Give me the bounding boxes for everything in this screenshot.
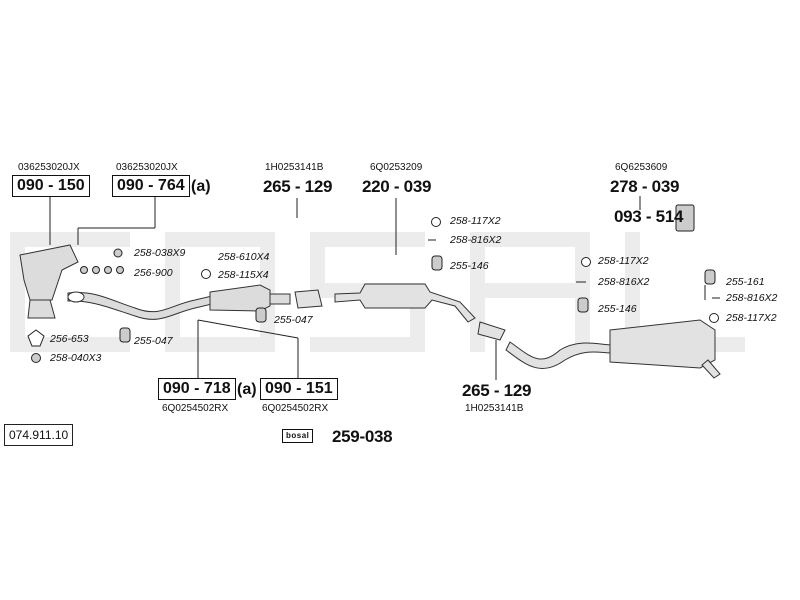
oem-number: 036253020JX: [116, 162, 178, 173]
hardware-label[interactable]: 258-610X4: [218, 251, 270, 263]
part-suffix: (a): [237, 381, 257, 398]
clamp-ring-icon: [431, 217, 441, 227]
rubber-mount-icon: [431, 255, 443, 271]
hardware-label[interactable]: 258-115X4: [218, 269, 269, 281]
nut-icon: [31, 353, 41, 363]
rubber-mount-icon: [119, 327, 131, 343]
part-number-box[interactable]: 090 - 150: [12, 175, 90, 197]
hardware-label[interactable]: 258-816X2: [726, 292, 778, 304]
hardware-label[interactable]: 255-146: [598, 303, 637, 315]
part-number[interactable]: 259-038: [332, 427, 393, 446]
gasket-icon: [116, 266, 124, 274]
rubber-mount-icon: [704, 269, 716, 285]
hardware-label[interactable]: 256-653: [50, 333, 89, 345]
part-number[interactable]: 220 - 039: [362, 177, 432, 196]
hardware-label[interactable]: 255-161: [726, 276, 765, 288]
hardware-label[interactable]: 258-038X9: [134, 247, 186, 259]
clamp-ring-icon: [581, 257, 591, 267]
oem-number: 036253020JX: [18, 162, 80, 173]
rubber-mount-icon: [255, 307, 267, 323]
oem-number: 6Q6253609: [615, 162, 668, 173]
oem-number: 6Q0254502RX: [162, 403, 229, 414]
part-number[interactable]: 265 - 129: [263, 177, 333, 196]
gasket-icon: [104, 266, 112, 274]
gasket-icon: [27, 329, 45, 347]
hardware-label[interactable]: 258-816X2: [450, 234, 502, 246]
clamp-ring-icon: [709, 313, 719, 323]
part-suffix: (a): [191, 178, 211, 195]
hardware-label[interactable]: 258-117X2: [726, 312, 777, 324]
front-pipe: [67, 284, 291, 320]
part-number-box[interactable]: 090 - 718: [158, 378, 236, 400]
catalog-number: 074.911.10: [4, 424, 74, 446]
oem-number: 1H0253141B: [265, 162, 324, 173]
bosal-kit-logo: bosal: [282, 429, 314, 443]
manifold-part: [19, 244, 79, 319]
rear-silencer: [477, 319, 721, 379]
hardware-label[interactable]: 255-047: [134, 335, 173, 347]
clamp-ring-icon: [201, 269, 211, 279]
bracket-icon: [675, 204, 695, 232]
part-number-box[interactable]: 090 - 764: [112, 175, 190, 197]
oem-number: 1H0253141B: [465, 403, 524, 414]
nut-icon: [113, 248, 123, 258]
hardware-label[interactable]: 255-047: [274, 314, 313, 326]
hardware-label[interactable]: 258-816X2: [598, 276, 650, 288]
gasket-icon: [80, 266, 88, 274]
hardware-label[interactable]: 256-900: [134, 267, 173, 279]
hardware-label[interactable]: 258-117X2: [598, 255, 649, 267]
middle-silencer: [294, 283, 476, 323]
gasket-icon: [92, 266, 100, 274]
part-number[interactable]: 265 - 129: [462, 381, 532, 400]
hardware-label[interactable]: 255-146: [450, 260, 489, 272]
rubber-mount-icon: [577, 297, 589, 313]
hardware-label[interactable]: 258-117X2: [450, 215, 501, 227]
hardware-label[interactable]: 258-040X3: [50, 352, 102, 364]
part-number-box[interactable]: 090 - 151: [260, 378, 338, 400]
part-number[interactable]: 093 - 514: [614, 207, 684, 226]
oem-number: 6Q0253209: [370, 162, 423, 173]
part-number[interactable]: 278 - 039: [610, 177, 680, 196]
oem-number: 6Q0254502RX: [262, 403, 329, 414]
